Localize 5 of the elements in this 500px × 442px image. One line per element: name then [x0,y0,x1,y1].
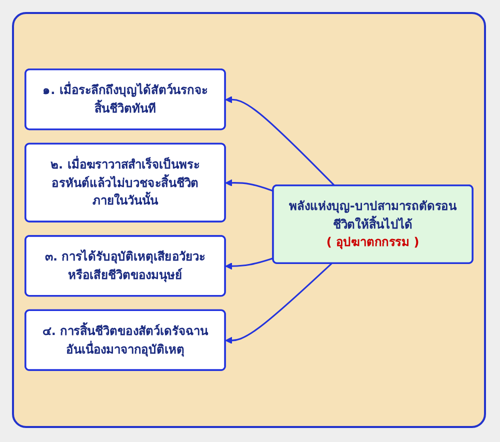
arrow [225,263,332,344]
arrow [225,96,336,187]
arrow [225,258,274,270]
panel-background: พลังแห่งบุญ-บาปสามารถตัดรอนชีวิตให้สิ้นไปได้ ( อุปฆาตกกรรม ) ๑. เมื่อระลึกถึงบุญได้สัตว์นรกจะสิ้นชีวิตทันที ๒. เมื่อฆราวาสสำเร็จเป็นพระอรหันต์แล้วไม่บวชจะสิ้นชีวิตภายในวันนั้น ๓. การได้รับอุบัติเหตุเสียอวัยวะหรือเสียชีวิตของมนุษย์ ๔. การสิ้นชีวิตของสัตว์เดรัจฉานอันเนื่องมาจากอุบัติเหตุ [12,12,486,428]
arrow [225,180,274,192]
